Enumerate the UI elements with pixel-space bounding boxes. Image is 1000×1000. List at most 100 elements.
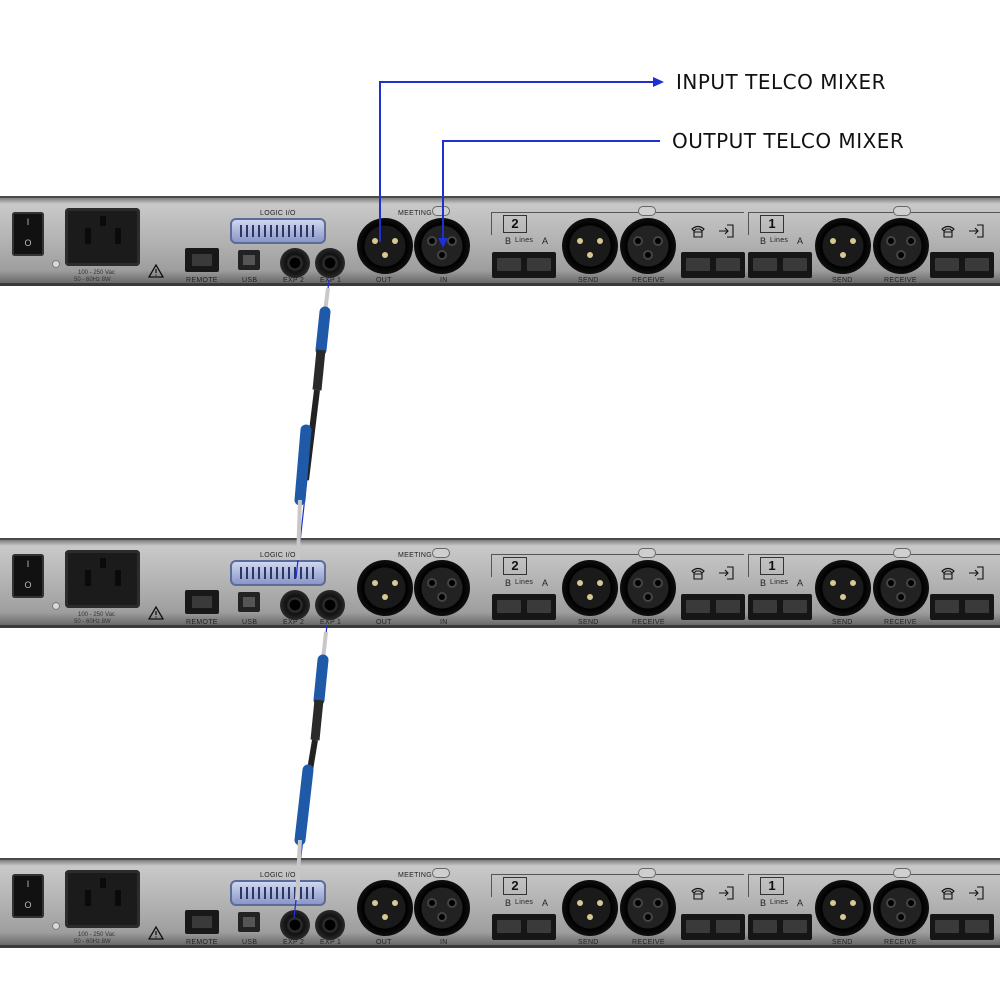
logic-io-connector[interactable] — [230, 218, 326, 244]
line1-ports[interactable] — [748, 252, 812, 278]
xlr-latch — [893, 206, 911, 216]
meeting-in-xlr[interactable] — [414, 880, 470, 936]
line2-a: A — [542, 578, 549, 588]
phone-icon — [691, 567, 705, 580]
line1-receive-xlr[interactable] — [873, 880, 929, 936]
meeting-in-xlr[interactable] — [414, 560, 470, 616]
meeting-label: MEETING — [398, 552, 432, 559]
usb-label: USB — [242, 277, 258, 284]
usb-port[interactable] — [238, 912, 260, 932]
exp2-jack[interactable] — [280, 248, 310, 278]
usb-label: USB — [242, 619, 258, 626]
remote-port[interactable] — [185, 910, 219, 934]
power-spec-1: 100 - 250 Vac — [78, 612, 115, 618]
exp1-jack[interactable] — [315, 910, 345, 940]
power-spec-2: 50 - 60Hz 8W — [74, 277, 111, 283]
meeting-out-xlr[interactable] — [357, 218, 413, 274]
line1-ports[interactable] — [748, 914, 812, 940]
line2-phone-ports[interactable] — [681, 252, 745, 278]
exp2-jack[interactable] — [280, 590, 310, 620]
xlr-latch — [432, 206, 450, 216]
line1-receive-xlr[interactable] — [873, 560, 929, 616]
line1-number: 1 — [760, 215, 784, 233]
power-spec-2: 50 - 60Hz 8W — [74, 939, 111, 945]
remote-port[interactable] — [185, 590, 219, 614]
expansion-cable-1 — [294, 279, 331, 579]
line1-b: B — [760, 236, 767, 246]
warning-triangle-icon — [148, 264, 164, 278]
line2-receive-label: RECEIVE — [632, 619, 665, 626]
exp1-jack[interactable] — [315, 248, 345, 278]
meeting-out-xlr[interactable] — [357, 880, 413, 936]
power-inlet[interactable] — [65, 550, 140, 608]
line2-send-xlr[interactable] — [562, 560, 618, 616]
exp2-label: EXP 2 — [283, 277, 305, 284]
logic-io-label: LOGIC I/O — [260, 210, 296, 217]
line1-ports[interactable] — [748, 594, 812, 620]
line1-phone-ports[interactable] — [930, 252, 994, 278]
line1-b: B — [760, 578, 767, 588]
remote-port[interactable] — [185, 248, 219, 272]
power-inlet[interactable] — [65, 870, 140, 928]
hybrid-icon — [969, 566, 984, 580]
line2-ports[interactable] — [492, 594, 556, 620]
line2-send-xlr[interactable] — [562, 218, 618, 274]
exp2-jack[interactable] — [280, 910, 310, 940]
line2-phone-ports[interactable] — [681, 914, 745, 940]
line2-receive-xlr[interactable] — [620, 218, 676, 274]
line1-section-frame — [748, 554, 1000, 577]
switch-on-mark: I — [26, 217, 30, 227]
xlr-latch — [638, 868, 656, 878]
line2-b: B — [505, 236, 512, 246]
line1-send-label: SEND — [832, 619, 853, 626]
usb-port[interactable] — [238, 592, 260, 612]
switch-off-mark: O — [24, 900, 32, 910]
line1-send-xlr[interactable] — [815, 880, 871, 936]
remote-label: REMOTE — [186, 277, 218, 284]
input-arrow-line — [379, 81, 655, 242]
phone-icon — [941, 567, 955, 580]
line1-number: 1 — [760, 877, 784, 895]
in-label: IN — [440, 619, 448, 626]
meeting-out-xlr[interactable] — [357, 560, 413, 616]
exp2-label: EXP 2 — [283, 939, 305, 946]
line1-receive-label: RECEIVE — [884, 277, 917, 284]
power-switch-icon[interactable]: I O — [12, 874, 44, 918]
line1-phone-ports[interactable] — [930, 594, 994, 620]
usb-port[interactable] — [238, 250, 260, 270]
power-switch-icon[interactable]: I O — [12, 212, 44, 256]
line1-send-label: SEND — [832, 939, 853, 946]
line1-section-frame — [748, 874, 1000, 897]
line1-a: A — [797, 898, 804, 908]
line2-ports[interactable] — [492, 252, 556, 278]
line1-send-xlr[interactable] — [815, 218, 871, 274]
power-spec-2: 50 - 60Hz 8W — [74, 619, 111, 625]
arrow-head-icon — [653, 77, 664, 87]
power-inlet[interactable] — [65, 208, 140, 266]
line2-receive-xlr[interactable] — [620, 880, 676, 936]
line2-receive-label: RECEIVE — [632, 277, 665, 284]
line1-receive-xlr[interactable] — [873, 218, 929, 274]
meeting-label: MEETING — [398, 872, 432, 879]
line2-ports[interactable] — [492, 914, 556, 940]
hybrid-icon — [719, 224, 734, 238]
exp1-label: EXP 1 — [320, 619, 342, 626]
line1-phone-ports[interactable] — [930, 914, 994, 940]
exp1-jack[interactable] — [315, 590, 345, 620]
telephone-hybrid-unit-2: I O 100 - 250 Vac 50 - 60Hz 8W REMOTE US… — [0, 538, 1000, 628]
line2-send-xlr[interactable] — [562, 880, 618, 936]
logic-io-label: LOGIC I/O — [260, 872, 296, 879]
line2-phone-ports[interactable] — [681, 594, 745, 620]
screw — [52, 922, 60, 930]
power-switch-icon[interactable]: I O — [12, 554, 44, 598]
telephone-hybrid-unit-3: I O 100 - 250 Vac 50 - 60Hz 8W REMOTE US… — [0, 858, 1000, 948]
input-telco-mixer-label: INPUT TELCO MIXER — [676, 70, 887, 94]
xlr-latch — [638, 548, 656, 558]
phone-icon — [691, 225, 705, 238]
out-label: OUT — [376, 619, 392, 626]
line2-a: A — [542, 898, 549, 908]
line1-number: 1 — [760, 557, 784, 575]
xlr-latch — [893, 548, 911, 558]
line1-send-xlr[interactable] — [815, 560, 871, 616]
line2-receive-xlr[interactable] — [620, 560, 676, 616]
